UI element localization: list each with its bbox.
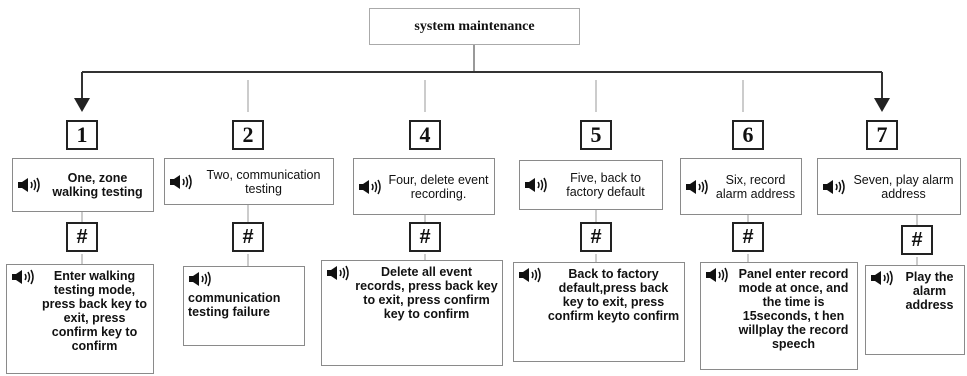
step-number-6: 6 (732, 120, 764, 150)
mode-box-2: Two, communication testing (164, 158, 334, 205)
action-text-5: Back to factory default,press back key t… (547, 267, 680, 323)
mode-box-5: Five, back to factory default (519, 160, 663, 210)
mode-label-5: Five, back to factory default (566, 171, 645, 199)
speaker-icon (525, 177, 547, 193)
mode-box-7: Seven, play alarm address (817, 158, 961, 215)
speaker-icon (18, 177, 40, 193)
action-box-7: Play the alarm address (865, 265, 965, 355)
speaker-icon (519, 267, 541, 283)
mode-box-1: One, zone walking testing (12, 158, 154, 212)
action-text-6: Panel enter record mode at once, and the… (738, 267, 849, 351)
hash-key-1: # (66, 222, 98, 252)
action-box-5: Back to factory default,press back key t… (513, 262, 685, 362)
action-box-1: Enter walking testing mode, press back k… (6, 264, 154, 374)
action-text-4: Delete all event records, press back key… (355, 265, 498, 321)
hash-key-2: # (232, 222, 264, 252)
step-number-1: 1 (66, 120, 98, 150)
mode-box-4: Four, delete event recording. (353, 158, 495, 215)
mode-label-1: One, zone walking testing (52, 171, 143, 199)
step-number-7: 7 (866, 120, 898, 150)
title-box: system maintenance (369, 8, 580, 45)
step-number-4: 4 (409, 120, 441, 150)
arrow-left-head (74, 98, 90, 112)
action-text-2: communication testing failure (188, 291, 281, 319)
action-box-4: Delete all event records, press back key… (321, 260, 503, 366)
mode-box-6: Six, record alarm address (680, 158, 802, 215)
speaker-icon (686, 179, 708, 194)
speaker-icon (189, 271, 211, 287)
mode-label-7: Seven, play alarm address (853, 172, 954, 201)
diagram-title: system maintenance (414, 18, 535, 34)
arrow-right-head (874, 98, 890, 112)
speaker-icon (327, 265, 349, 281)
speaker-icon (170, 174, 192, 189)
speaker-icon (706, 267, 728, 283)
hash-key-7: # (901, 225, 933, 255)
action-box-6: Panel enter record mode at once, and the… (700, 262, 858, 370)
hash-key-4: # (409, 222, 441, 252)
action-text-1: Enter walking testing mode, press back k… (42, 269, 147, 353)
speaker-icon (12, 269, 34, 285)
mode-label-4: Four, delete event recording. (388, 172, 489, 201)
mode-label-6: Six, record alarm address (715, 172, 796, 201)
speaker-icon (871, 270, 893, 286)
speaker-icon (823, 179, 845, 194)
hash-key-6: # (732, 222, 764, 252)
step-number-5: 5 (580, 120, 612, 150)
action-box-2: communication testing failure (183, 266, 305, 346)
step-number-2: 2 (232, 120, 264, 150)
mode-label-2: Two, communication testing (206, 167, 321, 196)
action-text-7: Play the alarm address (905, 270, 954, 312)
hash-key-5: # (580, 222, 612, 252)
speaker-icon (359, 179, 381, 194)
